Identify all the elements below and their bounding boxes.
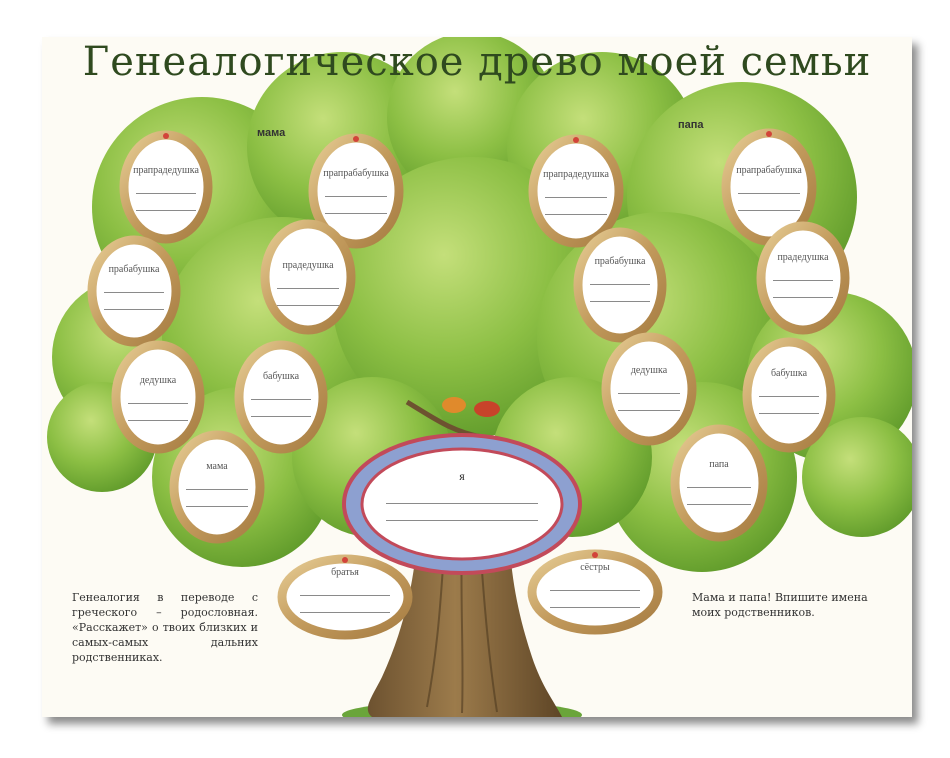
write-lines[interactable] — [299, 579, 391, 613]
frame-label: бабушка — [262, 371, 300, 382]
heart-ornament — [592, 552, 598, 558]
bird-orange — [442, 397, 466, 413]
frame-ring — [111, 340, 205, 454]
write-lines[interactable] — [758, 380, 820, 414]
frame-label: прапрабабушка — [736, 165, 802, 176]
frame-label: прапрадедушка — [133, 165, 199, 176]
frame-great-grandfather-paternal: прадедушка — [761, 226, 845, 330]
frame-label: братья — [331, 567, 359, 578]
heart-ornament — [163, 133, 169, 139]
write-lines[interactable] — [545, 181, 607, 215]
write-lines[interactable] — [127, 387, 189, 421]
frame-great-great-grandmother-paternal: прапрабабушка — [726, 133, 812, 241]
write-lines[interactable] — [772, 264, 834, 298]
write-lines[interactable] — [250, 383, 312, 417]
write-lines[interactable] — [738, 177, 800, 211]
portrait-frames — [87, 128, 850, 640]
write-lines[interactable] — [618, 377, 680, 411]
write-lines[interactable] — [549, 574, 641, 608]
heart-ornament — [342, 557, 348, 563]
tree-trunk — [367, 467, 562, 717]
frame-label: бабушка — [770, 368, 808, 379]
frame-grandfather-paternal: дедушка — [606, 337, 692, 441]
heart-ornament — [353, 136, 359, 142]
frame-label: прапрабабушка — [323, 168, 389, 179]
frame-label: прабабушка — [594, 256, 646, 267]
frame-great-great-grandfather-maternal: прапрадедушка — [124, 135, 208, 239]
frame-great-grandmother-paternal: прабабушка — [578, 232, 662, 338]
frame-great-great-grandfather-paternal: прапрадедушка — [533, 139, 619, 243]
frame-great-great-grandmother-maternal: прапрабабушка — [313, 138, 399, 244]
heart-ornament — [573, 137, 579, 143]
frame-label: дедушка — [630, 365, 668, 376]
frame-label: дедушка — [139, 375, 177, 386]
frame-father: папа — [675, 429, 763, 537]
family-tree-sheet: Генеалогическое древо моей семьи мама па… — [42, 37, 912, 717]
frame-great-grandfather-maternal: прадедушка — [265, 224, 351, 330]
frame-grandmother-maternal: бабушка — [239, 345, 323, 449]
frame-ring — [260, 219, 356, 335]
note-genealogy: Генеалогия в переводе с греческого – род… — [72, 591, 258, 664]
write-lines[interactable] — [589, 268, 651, 302]
frame-label: прадедушка — [282, 260, 334, 271]
frame-label: мама — [206, 461, 228, 472]
frame-ring — [234, 340, 328, 454]
write-lines[interactable] — [277, 272, 339, 306]
write-lines[interactable] — [103, 276, 165, 310]
frame-label: прадедушка — [777, 252, 829, 263]
frame-ring — [742, 337, 836, 453]
bird-red — [474, 401, 500, 417]
frame-ring — [601, 332, 697, 446]
frame-grandmother-paternal: бабушка — [747, 342, 831, 448]
frame-great-grandmother-maternal: прабабушка — [92, 240, 176, 342]
frame-label: прабабушка — [108, 264, 160, 275]
center-frame-inner — [360, 447, 564, 561]
frame-me: я — [362, 449, 562, 559]
frame-mother: мама — [174, 435, 260, 539]
frame-ring — [573, 227, 667, 343]
write-lines[interactable] — [135, 177, 197, 211]
frame-label: сёстры — [580, 562, 610, 573]
write-lines[interactable] — [186, 473, 248, 507]
heart-ornament — [766, 131, 772, 137]
frame-brothers: братья — [282, 559, 408, 635]
frame-label: папа — [709, 459, 729, 470]
frame-sisters: сёстры — [532, 554, 658, 630]
frame-label: прапрадедушка — [543, 169, 609, 180]
note-parents: Мама и папа! Впишите имена моих родствен… — [692, 591, 868, 619]
frame-label: я — [459, 469, 465, 483]
write-lines[interactable] — [687, 471, 751, 505]
frame-ring — [169, 430, 265, 544]
branch-label-papa: папа — [678, 119, 704, 131]
write-lines[interactable] — [386, 487, 538, 521]
frame-grandfather-maternal: дедушка — [116, 345, 200, 449]
frame-ring — [87, 235, 181, 347]
frame-ring — [670, 424, 768, 542]
page-title: Генеалогическое древо моей семьи — [82, 39, 872, 85]
write-lines[interactable] — [325, 180, 387, 214]
frame-ring — [756, 221, 850, 335]
branch-label-mama: мама — [257, 127, 286, 139]
